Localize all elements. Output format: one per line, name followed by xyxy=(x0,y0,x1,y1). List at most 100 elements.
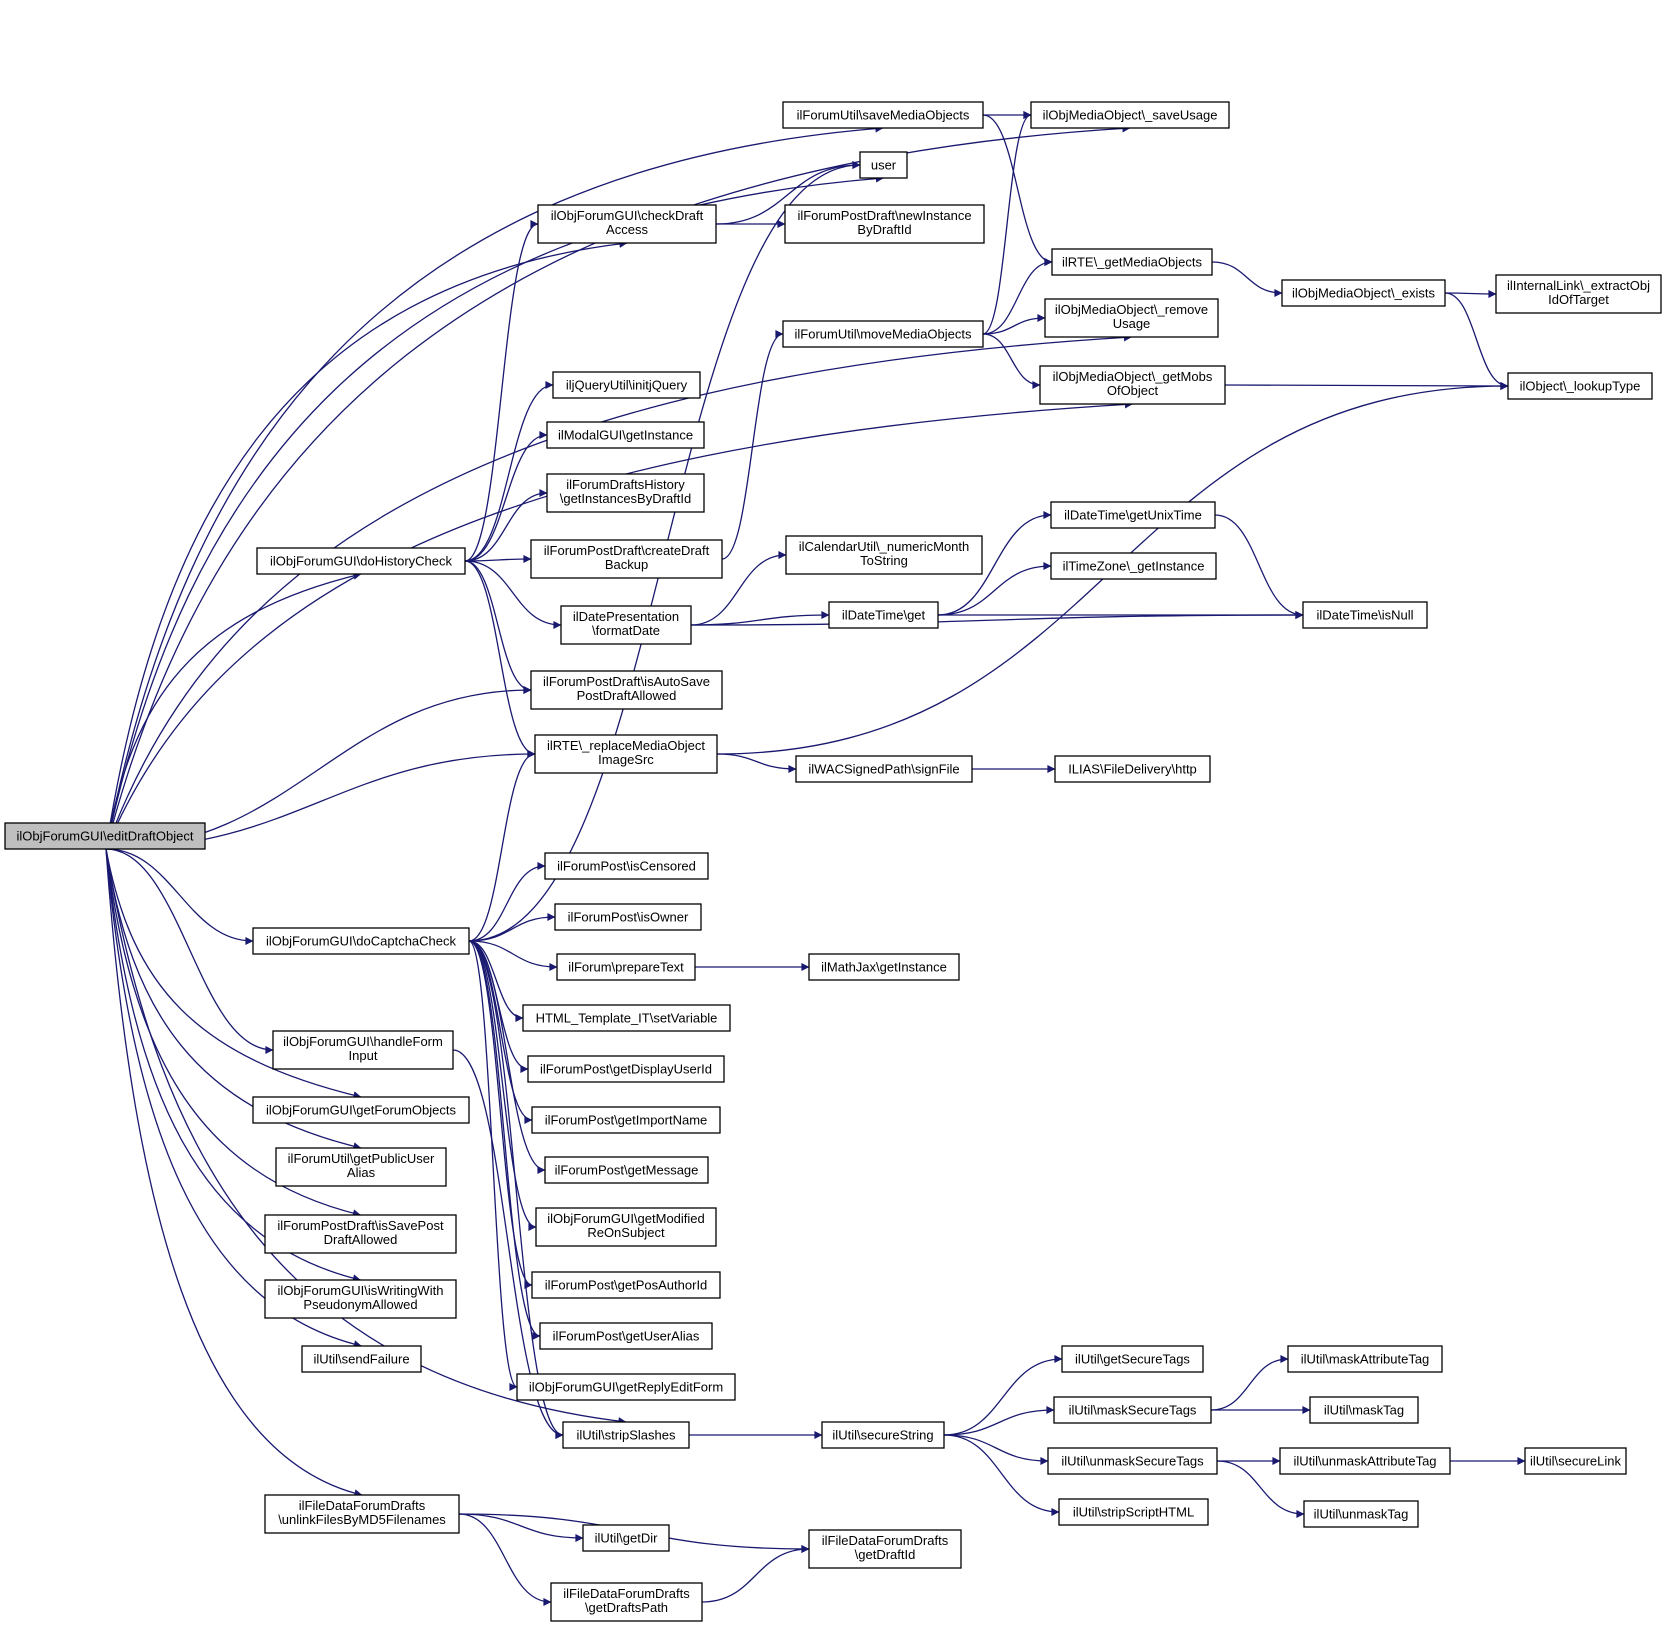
node-box xyxy=(1039,365,1226,405)
node-get-user-alias[interactable]: ilForumPost\getUserAlias xyxy=(539,1322,713,1350)
node-lookup-type[interactable]: ilObject\_lookupType xyxy=(1507,372,1653,400)
node-box xyxy=(1047,1447,1218,1475)
node-save-usage[interactable]: ilObjMediaObject\_saveUsage xyxy=(1030,101,1230,129)
node-label: Usage xyxy=(1113,316,1151,331)
edge-do-history-check-to-create-draft-backup xyxy=(464,555,532,564)
node-unmask-secure-tags[interactable]: ilUtil\unmaskSecureTags xyxy=(1047,1447,1218,1475)
node-label: ilObjForumGUI\doCaptchaCheck xyxy=(266,934,457,949)
node-label: ilObjMediaObject\_getMobs xyxy=(1053,369,1213,384)
edge-unlink-files-to-get-dir xyxy=(458,1513,584,1542)
node-secure-string[interactable]: ilUtil\secureString xyxy=(821,1421,945,1449)
node-is-writing-with-pseudonym[interactable]: ilObjForumGUI\isWritingWithPseudonymAllo… xyxy=(264,1279,457,1319)
node-label: \getInstancesByDraftId xyxy=(560,491,692,506)
node-strip-slashes[interactable]: ilUtil\stripSlashes xyxy=(562,1421,690,1449)
node-do-history-check[interactable]: ilObjForumGUI\doHistoryCheck xyxy=(256,547,466,575)
node-is-null[interactable]: ilDateTime\isNull xyxy=(1302,601,1428,629)
node-box xyxy=(821,1421,945,1449)
node-mask-secure-tags[interactable]: ilUtil\maskSecureTags xyxy=(1053,1396,1212,1424)
node-modal-get-instance[interactable]: ilModalGUI\getInstance xyxy=(546,421,705,449)
node-box xyxy=(535,1207,717,1247)
node-prepare-text[interactable]: ilForum\prepareText xyxy=(556,953,696,981)
node-is-censored[interactable]: ilForumPost\isCensored xyxy=(544,852,709,880)
node-dt-get[interactable]: ilDateTime\get xyxy=(828,601,939,629)
edge-do-captcha-check-to-get-modified-re-on-subject xyxy=(468,940,537,1231)
edge-move-media-objects-to-get-mobs-of-object xyxy=(982,333,1041,389)
node-mask-attribute-tag[interactable]: ilUtil\maskAttributeTag xyxy=(1287,1345,1443,1373)
node-get-unix-time[interactable]: ilDateTime\getUnixTime xyxy=(1050,501,1216,529)
node-get-drafts-path[interactable]: ilFileDataForumDrafts\getDraftsPath xyxy=(550,1582,703,1622)
node-unmask-tag[interactable]: ilUtil\unmaskTag xyxy=(1303,1500,1419,1528)
node-user[interactable]: user xyxy=(859,151,908,179)
node-box xyxy=(1053,1396,1212,1424)
node-box xyxy=(546,473,705,513)
edge-do-history-check-to-replace-media-object-image-src xyxy=(464,560,536,758)
node-strip-script-html[interactable]: ilUtil\stripScriptHTML xyxy=(1058,1498,1209,1526)
node-set-variable[interactable]: HTML_Template_IT\setVariable xyxy=(522,1004,731,1032)
edge-do-captcha-check-to-get-message xyxy=(468,940,546,1174)
node-save-media-objects[interactable]: ilForumUtil\saveMediaObjects xyxy=(782,101,984,129)
node-get-instances-by-draft-id[interactable]: ilForumDraftsHistory\getInstancesByDraft… xyxy=(546,473,705,513)
edge-create-draft-backup-to-move-media-objects xyxy=(721,330,784,560)
node-box xyxy=(531,1106,721,1134)
node-get-import-name[interactable]: ilForumPost\getImportName xyxy=(531,1106,721,1134)
edge-format-date-to-is-null xyxy=(690,611,1304,626)
node-get-forum-objects[interactable]: ilObjForumGUI\getForumObjects xyxy=(252,1096,470,1124)
node-label: ilObjForumGUI\isWritingWith xyxy=(278,1283,444,1298)
node-initj-query[interactable]: iljQueryUtil\initjQuery xyxy=(552,371,701,399)
node-label: ilTimeZone\_getInstance xyxy=(1063,559,1205,574)
node-format-date[interactable]: ilDatePresentation\formatDate xyxy=(560,605,692,645)
node-do-captcha-check[interactable]: ilObjForumGUI\doCaptchaCheck xyxy=(252,927,470,955)
node-math-jax[interactable]: ilMathJax\getInstance xyxy=(808,953,960,981)
node-box xyxy=(808,1529,962,1569)
node-get-media-objects[interactable]: ilRTE\_getMediaObjects xyxy=(1051,248,1213,276)
edge-do-captcha-check-to-is-censored xyxy=(468,862,546,942)
node-tz-get-instance[interactable]: ilTimeZone\_getInstance xyxy=(1050,552,1217,580)
node-move-media-objects[interactable]: ilForumUtil\moveMediaObjects xyxy=(782,320,984,348)
node-get-pos-author-id[interactable]: ilForumPost\getPosAuthorId xyxy=(531,1271,721,1299)
node-get-dir[interactable]: ilUtil\getDir xyxy=(582,1524,670,1552)
node-send-failure[interactable]: ilUtil\sendFailure xyxy=(301,1345,422,1373)
edge-exists-to-extract-obj-id-of-target xyxy=(1444,289,1497,298)
node-label: ilWACSignedPath\signFile xyxy=(808,762,959,777)
node-is-auto-save[interactable]: ilForumPostDraft\isAutoSavePostDraftAllo… xyxy=(530,670,723,710)
node-label: ilForumUtil\getPublicUser xyxy=(288,1151,435,1166)
node-sign-file[interactable]: ilWACSignedPath\signFile xyxy=(795,755,973,783)
node-is-owner[interactable]: ilForumPost\isOwner xyxy=(554,903,702,931)
node-get-reply-edit-form[interactable]: ilObjForumGUI\getReplyEditForm xyxy=(516,1373,736,1401)
node-label: ilForumUtil\saveMediaObjects xyxy=(797,108,970,123)
node-box xyxy=(556,953,696,981)
node-get-message[interactable]: ilForumPost\getMessage xyxy=(544,1156,709,1184)
edge-move-media-objects-to-save-usage xyxy=(982,111,1032,335)
node-box xyxy=(301,1345,422,1373)
node-label: ilUtil\unmaskTag xyxy=(1314,1507,1409,1522)
node-secure-link[interactable]: ilUtil\secureLink xyxy=(1524,1447,1627,1475)
node-http[interactable]: ILIAS\FileDelivery\http xyxy=(1054,755,1211,783)
node-mask-tag[interactable]: ilUtil\maskTag xyxy=(1309,1396,1419,1424)
node-box xyxy=(1302,601,1428,629)
node-label: IdOfTarget xyxy=(1548,292,1609,307)
node-label: \unlinkFilesByMD5Filenames xyxy=(278,1512,446,1527)
node-get-secure-tags[interactable]: ilUtil\getSecureTags xyxy=(1061,1345,1204,1373)
node-box xyxy=(562,1421,690,1449)
node-get-display-user-id[interactable]: ilForumPost\getDisplayUserId xyxy=(527,1055,725,1083)
node-edit-draft-object[interactable]: ilObjForumGUI\editDraftObject xyxy=(4,822,206,850)
node-unmask-attribute-tag[interactable]: ilUtil\unmaskAttributeTag xyxy=(1279,1447,1451,1475)
node-unlink-files[interactable]: ilFileDataForumDrafts\unlinkFilesByMD5Fi… xyxy=(264,1494,460,1534)
node-exists[interactable]: ilObjMediaObject\_exists xyxy=(1281,279,1446,307)
node-box xyxy=(582,1524,670,1552)
node-box xyxy=(808,953,960,981)
node-get-draft-id[interactable]: ilFileDataForumDrafts\getDraftId xyxy=(808,1529,962,1569)
node-box xyxy=(1495,274,1662,314)
